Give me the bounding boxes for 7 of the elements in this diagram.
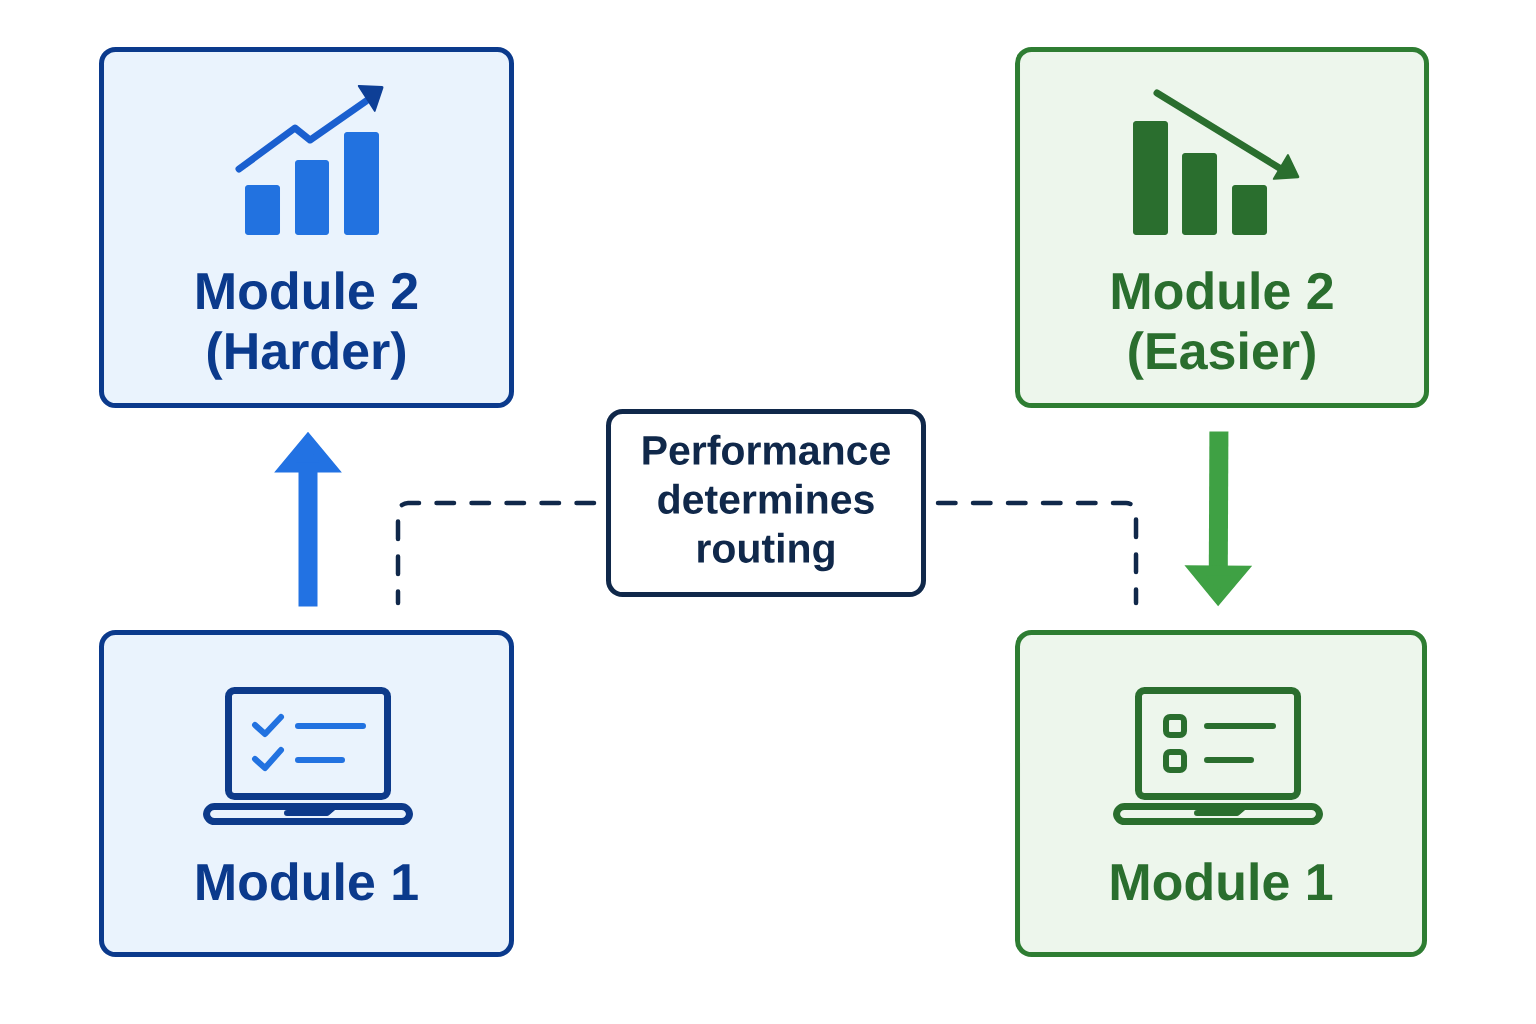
module-box: Module 2 (Easier) [1015, 47, 1429, 408]
module-box: Module 2 (Harder) [99, 47, 514, 408]
text-box: Performance determines routing [606, 409, 926, 597]
dashed-connector [935, 500, 1139, 606]
module-box: Module 1 [1015, 630, 1427, 957]
module-box: Module 1 [99, 630, 514, 957]
dashed-connector [395, 500, 597, 606]
